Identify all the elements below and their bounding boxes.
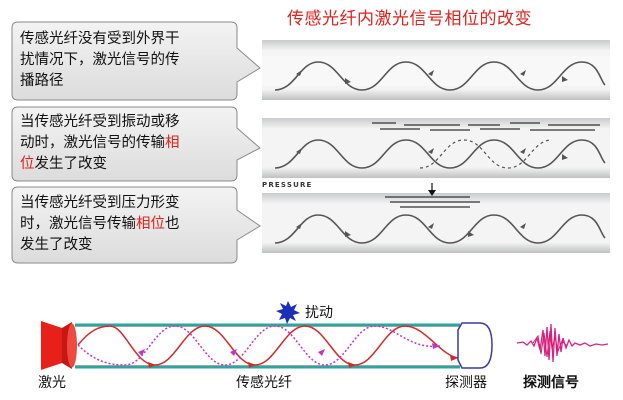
callout-text-1: 传感光纤没有受到外界干 扰情况下，激光信号的传 播路径 bbox=[20, 29, 180, 92]
callout-1-line-3: 播路径 bbox=[20, 73, 64, 89]
callout-2-line-1: 当传感光纤受到振动或移 bbox=[20, 114, 180, 130]
detector bbox=[457, 322, 493, 369]
callout-1-line-1: 传感光纤没有受到外界干 bbox=[20, 31, 180, 47]
laser-label: 激光 bbox=[38, 375, 66, 391]
callout-box-2 bbox=[11, 106, 261, 182]
fiber-tube-vibration bbox=[262, 118, 610, 178]
callout-box-3 bbox=[11, 186, 261, 264]
pressure-label: PRESSURE bbox=[262, 181, 313, 189]
callout-3-line-1: 当传感光纤受到压力形变 bbox=[20, 195, 180, 211]
callout-3-line-2-end: 也 bbox=[165, 216, 180, 232]
callout-text-3: 当传感光纤受到压力形变 时，激光信号传输相位也 发生了改变 bbox=[20, 193, 180, 256]
callout-text-2: 当传感光纤受到振动或移 动时，激光信号的传输相 位发生了改变 bbox=[20, 112, 180, 175]
callout-3-line-2: 时，激光信号传输相位也 bbox=[20, 214, 180, 235]
sensing-fiber bbox=[75, 323, 460, 369]
callout-3-line-2-text: 时，激光信号传输 bbox=[20, 216, 136, 232]
highlight-phase-3: 相位 bbox=[136, 216, 165, 232]
callout-2-line-2-text: 动时，激光信号的传输 bbox=[20, 135, 165, 151]
fiber-tube-pressure bbox=[262, 183, 610, 253]
callout-2-line-3-text: 发生了改变 bbox=[34, 156, 108, 172]
detector-label: 探测器 bbox=[445, 375, 487, 391]
callout-2-line-2: 动时，激光信号的传输相 bbox=[20, 133, 180, 154]
callout-3-line-3: 发生了改变 bbox=[20, 237, 93, 253]
sensing-fiber-label: 传感光纤 bbox=[236, 375, 292, 391]
disturbance-icon bbox=[276, 301, 300, 324]
disturbance-label: 扰动 bbox=[305, 305, 333, 321]
highlight-phase-2: 位 bbox=[20, 156, 35, 172]
callout-2-line-3: 位发生了改变 bbox=[20, 154, 180, 175]
page-title: 传感光纤内激光信号相位的改变 bbox=[287, 9, 532, 29]
detected-signal-waveform bbox=[516, 323, 609, 363]
highlight-phase-1: 相 bbox=[165, 135, 180, 151]
light-wave-red bbox=[77, 325, 459, 368]
detected-signal-label: 探测信号 bbox=[523, 375, 579, 391]
light-wave-magenta bbox=[77, 325, 441, 366]
fiber-tube-normal bbox=[262, 40, 610, 100]
callout-1-line-2: 扰情况下，激光信号的传 bbox=[20, 52, 180, 68]
callout-box-1 bbox=[11, 21, 261, 101]
laser-source bbox=[41, 321, 77, 370]
